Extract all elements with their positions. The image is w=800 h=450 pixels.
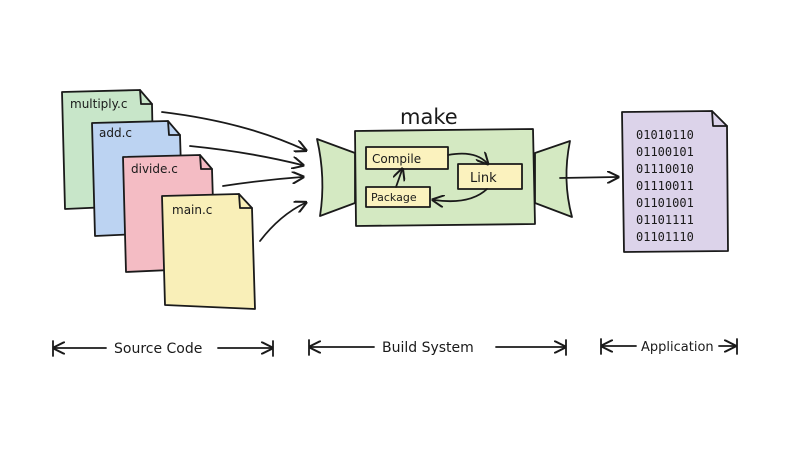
binary-line: 01101001: [636, 196, 694, 210]
section-source-code: Source Code: [52, 340, 274, 357]
file-corner-fold: [167, 120, 181, 136]
section-application: Application: [600, 338, 738, 355]
file-name-label: multiply.c: [70, 97, 127, 111]
arrow-compile-to-link: [447, 154, 487, 163]
arrow-add-to-make: [189, 145, 302, 165]
arrow-divide-to-make: [222, 177, 302, 187]
arrow-link-to-package: [434, 188, 488, 201]
section-label: Application: [641, 340, 714, 355]
arrow-multiply-to-make: [161, 111, 305, 150]
file-page: [161, 193, 256, 310]
application-file: 01010110 01100101 01110010 01110011 0110…: [621, 110, 729, 253]
output-funnel: [534, 140, 573, 218]
file-corner-fold: [238, 193, 253, 209]
compile-label: Compile: [372, 152, 421, 166]
section-label: Build System: [382, 340, 474, 356]
file-name-label: main.c: [172, 203, 212, 217]
binary-corner-fold: [711, 110, 728, 127]
arrow-main-to-make: [259, 203, 305, 242]
binary-line: 01110011: [636, 179, 694, 193]
file-name-label: add.c: [99, 126, 132, 140]
compile-step: Compile: [365, 146, 449, 170]
make-title: make: [400, 105, 458, 129]
package-label: Package: [371, 191, 417, 204]
link-label: Link: [470, 171, 497, 186]
binary-line: 01101110: [636, 230, 694, 244]
package-step: Package: [365, 186, 431, 208]
arrow-make-to-application: [559, 177, 617, 178]
binary-line: 01010110: [636, 128, 694, 142]
binary-line: 01100101: [636, 145, 694, 159]
file-corner-fold: [199, 154, 213, 170]
package-box: [365, 186, 431, 208]
binary-line: 01110010: [636, 162, 694, 176]
source-file-main: main.c: [161, 193, 256, 310]
input-funnel: [316, 138, 356, 217]
binary-page: [621, 110, 729, 253]
section-label: Source Code: [114, 341, 202, 357]
link-step: Link: [457, 163, 523, 190]
binary-line: 01101111: [636, 213, 694, 227]
file-corner-fold: [139, 89, 153, 105]
arrow-package-to-compile: [396, 170, 402, 188]
file-name-label: divide.c: [131, 162, 178, 176]
compile-box: [365, 146, 449, 170]
section-build-system: Build System: [308, 339, 567, 356]
make-machine: Compile Link Package: [316, 128, 573, 227]
